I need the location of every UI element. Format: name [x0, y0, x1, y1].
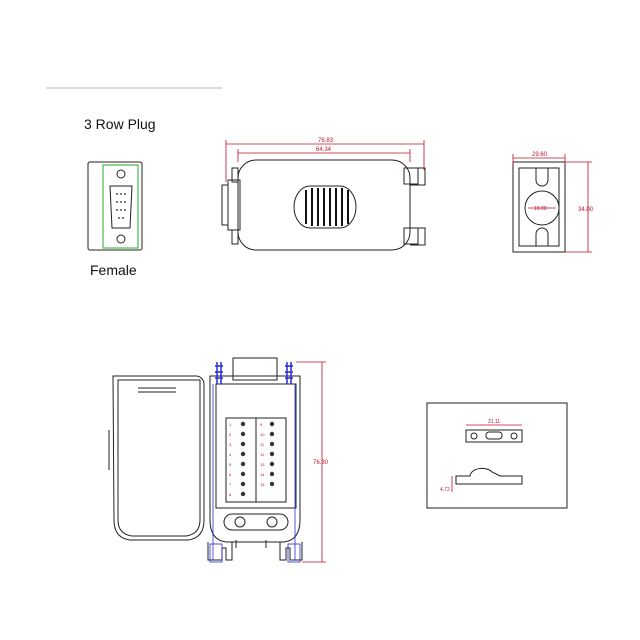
- terminal-number: 10: [260, 432, 265, 437]
- terminal-screw: [240, 481, 246, 487]
- end-width-dimension: 29.60: [532, 152, 548, 158]
- terminal-screw: [269, 421, 275, 427]
- end-height-dimension: 34.00: [578, 207, 594, 213]
- terminal-screw: [269, 481, 275, 487]
- housing-cover-open: [108, 375, 205, 541]
- terminal-number: 3: [229, 442, 232, 447]
- housing-base-open: [207, 357, 303, 561]
- terminal-number: 2: [229, 432, 232, 437]
- terminal-number: 6: [229, 472, 232, 477]
- plug-title: 3 Row Plug: [84, 116, 156, 132]
- terminal-screw: [240, 451, 246, 457]
- terminal-screw: [240, 461, 246, 467]
- screw-right: [285, 362, 293, 384]
- female-plug-face: [87, 161, 143, 251]
- blue-outline-frame: [209, 384, 301, 563]
- terminal-screw: [269, 431, 275, 437]
- housing-end-view: [512, 161, 566, 253]
- terminal-screw: [269, 461, 275, 467]
- terminal-screw: [269, 451, 275, 457]
- body-length-dimension: 64.34: [316, 147, 332, 153]
- open-height-dimension-lines: [296, 361, 326, 563]
- terminal-number: 8: [229, 492, 232, 497]
- terminal-number: 11: [260, 442, 265, 447]
- terminal-number: 13: [260, 462, 265, 467]
- terminal-screw: [240, 441, 246, 447]
- terminal-screw: [240, 431, 246, 437]
- terminal-number: 7: [229, 482, 232, 487]
- clip-width-dimension: 21.11: [488, 419, 500, 425]
- plug-gender-label: Female: [90, 262, 137, 278]
- clip-detail-box: [426, 402, 568, 509]
- hole-diameter-dimension: 10.00: [534, 206, 547, 212]
- terminal-screw: [240, 491, 246, 497]
- clip-height-dimension: 4.72: [440, 487, 450, 493]
- clip-dimensions: [451, 424, 522, 492]
- end-view-dimensions: [512, 154, 592, 253]
- terminal-number: 12: [260, 452, 265, 457]
- terminal-screw: [269, 441, 275, 447]
- terminal-screw: [240, 421, 246, 427]
- terminal-number: 14: [260, 472, 265, 477]
- housing-side-view: [221, 159, 426, 251]
- terminal-number: 1: [229, 422, 232, 427]
- terminal-number: 5: [229, 462, 232, 467]
- terminal-screw: [269, 471, 275, 477]
- terminal-number: 15: [260, 482, 265, 487]
- terminal-screw: [240, 471, 246, 477]
- open-height-dimension: 76.30: [313, 460, 329, 466]
- screw-left: [215, 362, 223, 384]
- side-view-dimensions: [225, 140, 425, 182]
- overall-length-dimension: 76.83: [318, 138, 334, 144]
- terminal-number: 4: [229, 452, 232, 457]
- terminal-number: 9: [260, 422, 263, 427]
